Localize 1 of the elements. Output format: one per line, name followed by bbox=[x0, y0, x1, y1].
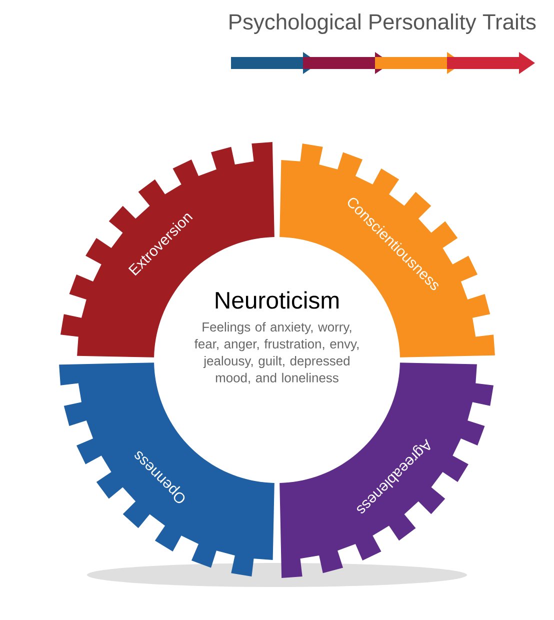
title: Psychological Personality Traits bbox=[230, 14, 536, 34]
